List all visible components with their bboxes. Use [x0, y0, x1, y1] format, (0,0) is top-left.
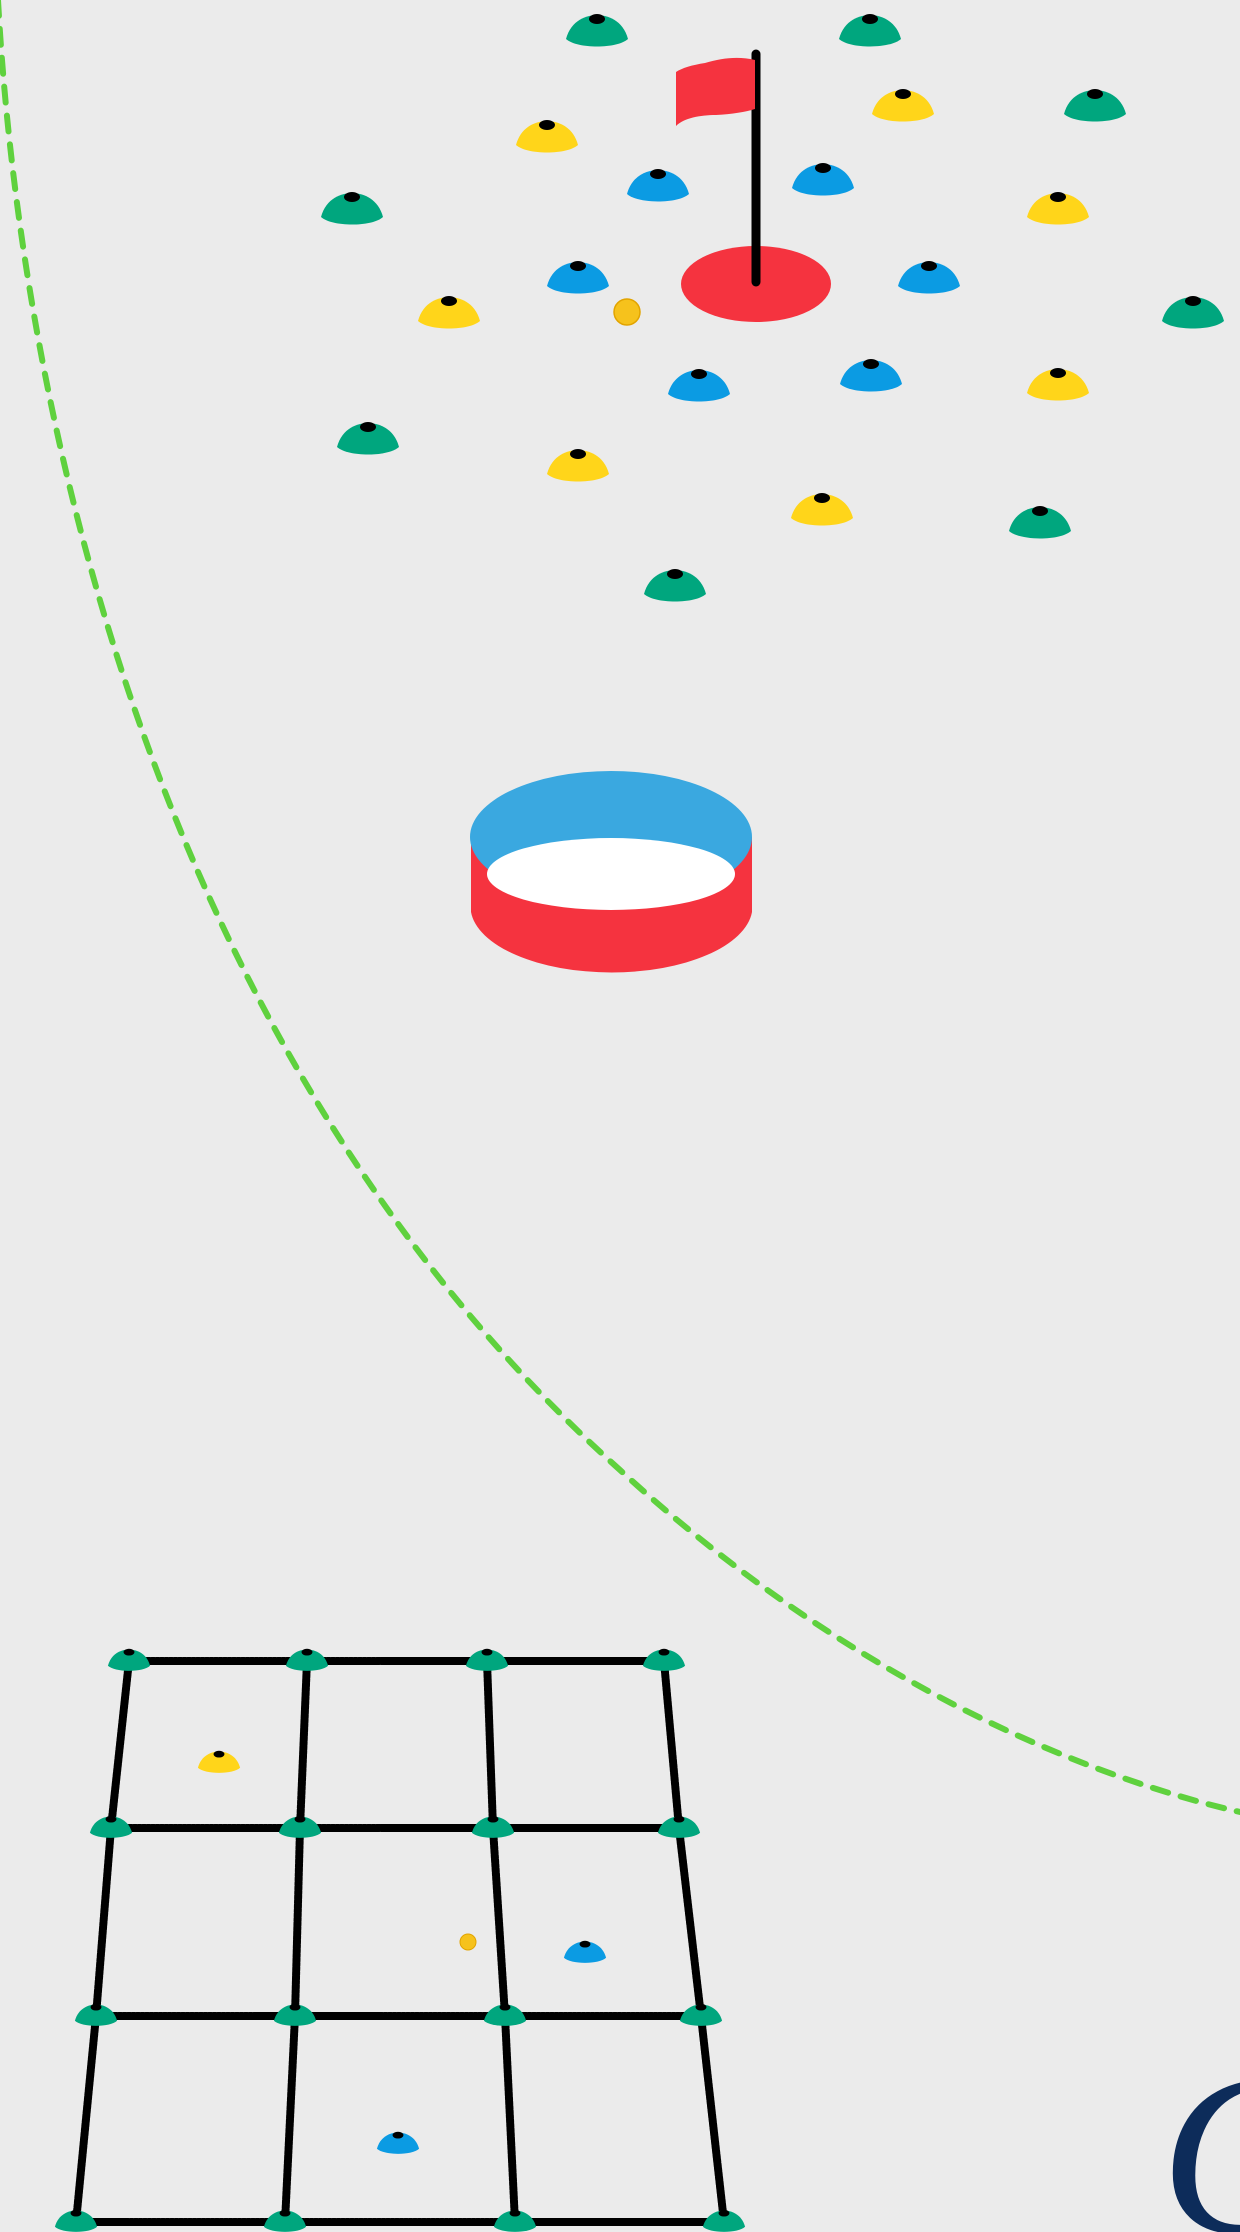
- grid-line: [487, 1661, 493, 1828]
- cone-icon: [484, 2004, 526, 2026]
- cone-icon: [472, 1816, 514, 1838]
- grid-line: [76, 2016, 96, 2222]
- cone-icon: [839, 14, 901, 47]
- cone-icon: [108, 1649, 150, 1671]
- cone-icon: [75, 2004, 117, 2026]
- cone-icon: [627, 169, 689, 202]
- cone-icon: [337, 422, 399, 455]
- grid-line: [96, 1828, 111, 2016]
- cone-icon: [658, 1816, 700, 1838]
- cone-icon: [547, 261, 609, 294]
- cone-icon: [644, 569, 706, 602]
- grid-line: [664, 1661, 679, 1828]
- cone-icon: [516, 120, 578, 153]
- cone-icon: [418, 296, 480, 329]
- cone-icon: [264, 2210, 306, 2232]
- cone-icon: [1064, 89, 1126, 122]
- grid-line: [300, 1661, 307, 1828]
- cone-icon: [566, 14, 628, 47]
- cone-icon: [321, 192, 383, 225]
- cone-icon: [90, 1816, 132, 1838]
- cone-icon: [494, 2210, 536, 2232]
- cone-icon: [840, 359, 902, 392]
- cone-icon: [279, 1816, 321, 1838]
- cone-icon: [286, 1649, 328, 1671]
- cone-icon: [668, 369, 730, 402]
- grid-line: [701, 2016, 724, 2222]
- cone-icon: [792, 163, 854, 196]
- cone-icon: [703, 2210, 745, 2232]
- cone-icon: [564, 1941, 606, 1963]
- cone-icon: [377, 2132, 419, 2154]
- hoop-ring: [470, 771, 752, 972]
- cone-icon: [547, 449, 609, 482]
- cone-icon: [680, 2004, 722, 2026]
- grid-line: [679, 1828, 701, 2016]
- cone-icon: [55, 2210, 97, 2232]
- cone-icon: [466, 1649, 508, 1671]
- cone-icon: [1162, 296, 1224, 329]
- cone-icon: [791, 493, 853, 526]
- cone-icon: [898, 261, 960, 294]
- cone-icon: [1027, 368, 1089, 401]
- cone-icon: [643, 1649, 685, 1671]
- grid-markers: [198, 1751, 606, 2154]
- ball-icon: [614, 299, 640, 325]
- signature-glyph: C: [1160, 2027, 1240, 2232]
- cone-icon: [1009, 506, 1071, 539]
- ball-icon: [460, 1934, 476, 1950]
- cone-icon: [198, 1751, 240, 1773]
- cone-icon: [274, 2004, 316, 2026]
- cone-icon: [1027, 192, 1089, 225]
- flag-icon: [676, 58, 755, 126]
- grid-line: [111, 1661, 129, 1828]
- grid-line: [493, 1828, 505, 2016]
- cone-icon: [872, 89, 934, 122]
- ring-inner-floor: [487, 838, 735, 910]
